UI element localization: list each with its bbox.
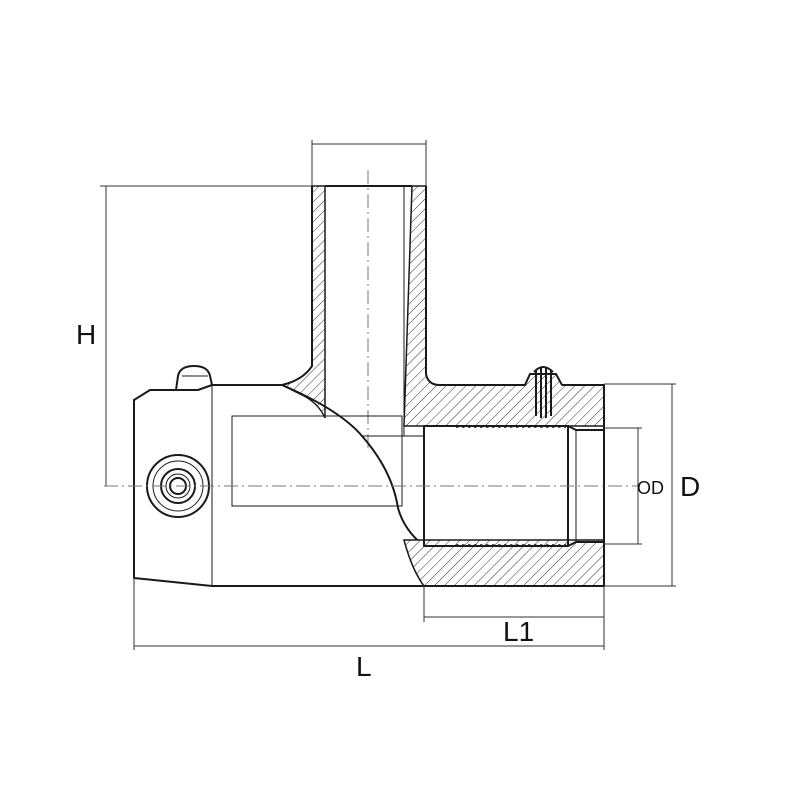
label-l1: L1 [503,616,534,647]
terminal-top [175,365,213,391]
branch-right-wall-section [403,185,605,427]
label-od: OD [637,478,664,498]
main-body [133,186,525,587]
label-d: D [680,471,700,502]
label-l: L [356,651,372,682]
body-left-end [133,384,424,587]
indicator-pin [535,368,552,418]
branch-right-shoulder [425,186,525,386]
terminal-top-shape [175,365,213,391]
label-h: H [76,319,96,350]
indicator-housing [524,373,563,386]
branch-spigot [279,170,605,450]
branch-left-shoulder [281,186,313,386]
dimensions [100,140,676,650]
inner-pocket [231,415,403,507]
inner-flow-curve [281,384,425,547]
indicator-cap [533,366,554,373]
socket-lower-wall-section [403,539,605,587]
fusion-indicator [524,366,563,418]
